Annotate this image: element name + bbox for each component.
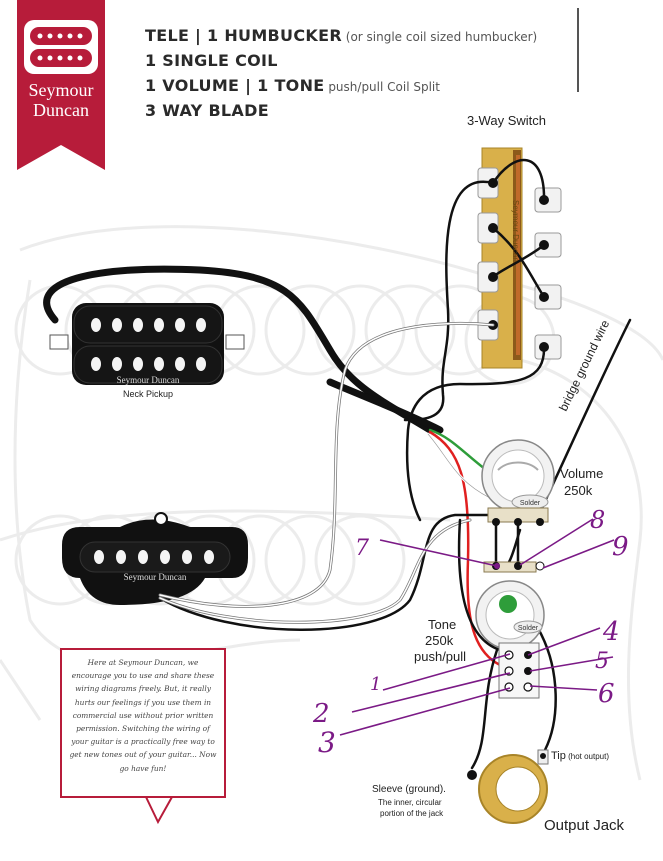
annotation-8: 8 <box>590 506 605 534</box>
sleeve-label: Sleeve (ground). <box>372 784 446 795</box>
annotation-3: 3 <box>318 726 336 759</box>
annotation-lines <box>339 518 615 736</box>
volume-pot <box>481 439 555 526</box>
header-line-2: 1 SINGLE COIL <box>145 51 278 70</box>
output-jack <box>467 749 549 824</box>
annotation-1: 1 <box>370 674 381 695</box>
tone-solder-label: Solder <box>518 625 539 632</box>
single-coil-pickup <box>62 512 248 605</box>
three-way-switch <box>477 147 562 369</box>
humbucker-brand-text: Seymour Duncan <box>117 375 180 385</box>
annotation-5: 5 <box>595 649 609 674</box>
single-coil-brand-text: Seymour Duncan <box>124 572 187 582</box>
switch-label: 3-Way Switch <box>467 113 546 128</box>
header-line-3-main: 1 VOLUME | 1 TONE <box>145 76 325 95</box>
annotation-4: 4 <box>602 617 620 647</box>
annotation-7: 7 <box>355 536 369 561</box>
tone-mode: push/pull <box>414 649 467 664</box>
volume-label: Volume <box>560 466 604 481</box>
sleeve-sub-1: The inner, circular <box>378 798 442 807</box>
sleeve-sub-2: portion of the jack <box>380 809 444 818</box>
header-line-1-main: TELE | 1 HUMBUCKER <box>145 26 342 45</box>
header-line-1: TELE | 1 HUMBUCKER (or single coil sized… <box>145 26 537 45</box>
logo-text-duncan: Duncan <box>33 100 89 120</box>
humbucker-pickup <box>49 303 245 385</box>
header-line-3-sub: push/pull Coil Split <box>324 80 440 94</box>
output-jack-label: Output Jack <box>544 817 625 834</box>
annotation-6: 6 <box>598 679 615 709</box>
neck-pickup-label: Neck Pickup <box>123 389 174 399</box>
volume-value: 250k <box>564 483 593 498</box>
tip-label-sub: (hot output) <box>565 752 610 761</box>
tone-label: Tone <box>428 617 457 632</box>
annotation-dots <box>494 563 500 569</box>
annotation-9: 9 <box>612 532 629 562</box>
header-line-1-sub: (or single coil sized humbucker) <box>341 30 538 44</box>
note-box-tail <box>145 796 173 825</box>
tip-label-main: Tip <box>551 750 566 762</box>
switch-plate-text: Seymour Duncan <box>511 200 520 262</box>
tone-value: 250k <box>425 633 454 648</box>
bridge-ground-label: bridge ground wire <box>556 318 612 414</box>
header-line-3: 1 VOLUME | 1 TONE push/pull Coil Split <box>145 76 440 95</box>
note-text: Here at Seymour Duncan, we encourage you… <box>69 658 217 773</box>
tip-label: Tip (hot output) <box>551 750 609 762</box>
volume-solder-label: Solder <box>520 500 541 507</box>
logo-text-seymour: Seymour <box>28 80 94 100</box>
annotation-2: 2 <box>312 699 330 729</box>
seymour-duncan-logo <box>17 0 105 170</box>
header-line-4: 3 WAY BLADE <box>145 101 269 120</box>
annotation-numbers: 7 8 9 1 2 3 4 5 6 <box>312 506 629 759</box>
note-box <box>60 648 226 798</box>
